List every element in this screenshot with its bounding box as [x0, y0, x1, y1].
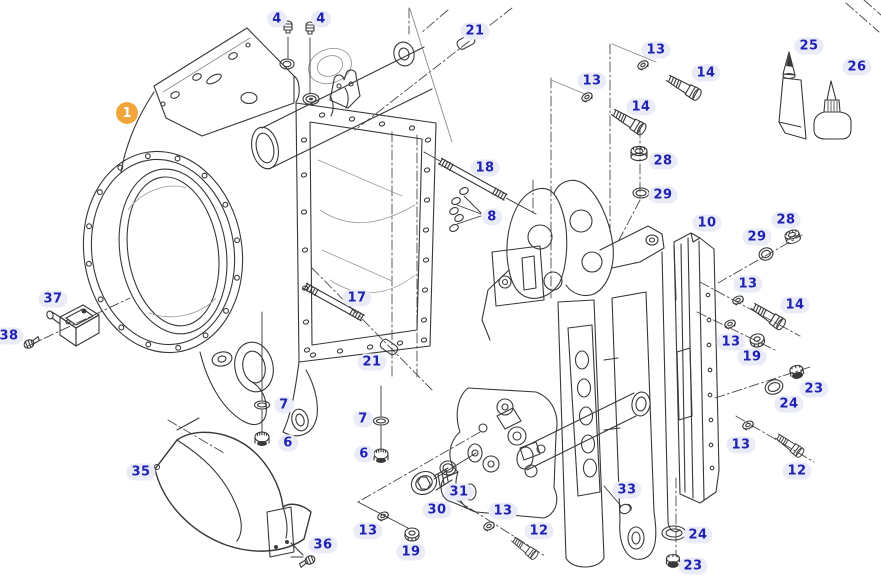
- part-callout: 14: [780, 296, 810, 314]
- part-callout: 7: [353, 410, 373, 428]
- part-callout: 29: [648, 186, 678, 204]
- part-callout: 6: [278, 434, 298, 452]
- oil-bottle: [813, 80, 852, 140]
- hydraulic-lift-assembly: [440, 179, 665, 568]
- part-callout: 23: [799, 380, 829, 398]
- sealant-tube: [778, 51, 807, 140]
- part-callout: 21: [357, 353, 387, 371]
- part-callout: 30: [422, 501, 452, 519]
- part-callout: 8: [482, 208, 502, 226]
- part-callout: 21: [460, 22, 490, 40]
- flywheel-flange: [82, 150, 244, 354]
- part-callout: 19: [737, 348, 767, 366]
- part-callout: 28: [648, 152, 678, 170]
- part-callout: 19: [396, 543, 426, 561]
- part-callout: 12: [782, 462, 812, 480]
- part-callout: 25: [794, 37, 824, 55]
- top-shaft-tube: [251, 41, 433, 170]
- part-callout: 14: [626, 98, 656, 116]
- fasteners: [22, 20, 806, 569]
- drain-plug: [410, 467, 453, 496]
- part-callout: 13: [641, 41, 671, 59]
- part-callout: 7: [274, 396, 294, 414]
- part-callout: 24: [683, 526, 713, 544]
- part-callout: 13: [577, 72, 607, 90]
- part-callout: 13: [716, 333, 746, 351]
- leader-lines: [261, 8, 657, 529]
- part-callout: 13: [488, 502, 518, 520]
- part-callout: 17: [342, 289, 372, 307]
- control-valve-body: [440, 387, 558, 519]
- part-callout: 35: [126, 463, 156, 481]
- highlighted-part-badge: 1: [116, 102, 138, 124]
- part-callout: 13: [726, 436, 756, 454]
- part-callout: 12: [524, 522, 554, 540]
- part-callout: 33: [612, 481, 642, 499]
- part-callout: 24: [774, 395, 804, 413]
- part-callout: 28: [771, 211, 801, 229]
- part-callout: 13: [733, 275, 763, 293]
- switch-bracket: [46, 304, 100, 347]
- part-callout: 38: [0, 327, 24, 345]
- part-callout: 26: [842, 58, 872, 76]
- part-callout: 23: [678, 557, 708, 575]
- part-callout: 31: [444, 483, 474, 501]
- part-callout: 4: [311, 10, 331, 28]
- part-callout: 6: [354, 445, 374, 463]
- transmission-housing: [82, 27, 437, 437]
- side-plate: [661, 232, 720, 533]
- part-callout: 37: [38, 290, 68, 308]
- part-callout: 4: [267, 10, 287, 28]
- part-callout: 10: [692, 214, 722, 232]
- part-callout: 14: [691, 64, 721, 82]
- part-callout: 36: [308, 536, 338, 554]
- part-callout: 29: [742, 228, 772, 246]
- guard-bracket: [176, 417, 304, 558]
- part-callout: 18: [470, 159, 500, 177]
- part-callout: 13: [353, 522, 383, 540]
- guard-shield: [154, 431, 312, 552]
